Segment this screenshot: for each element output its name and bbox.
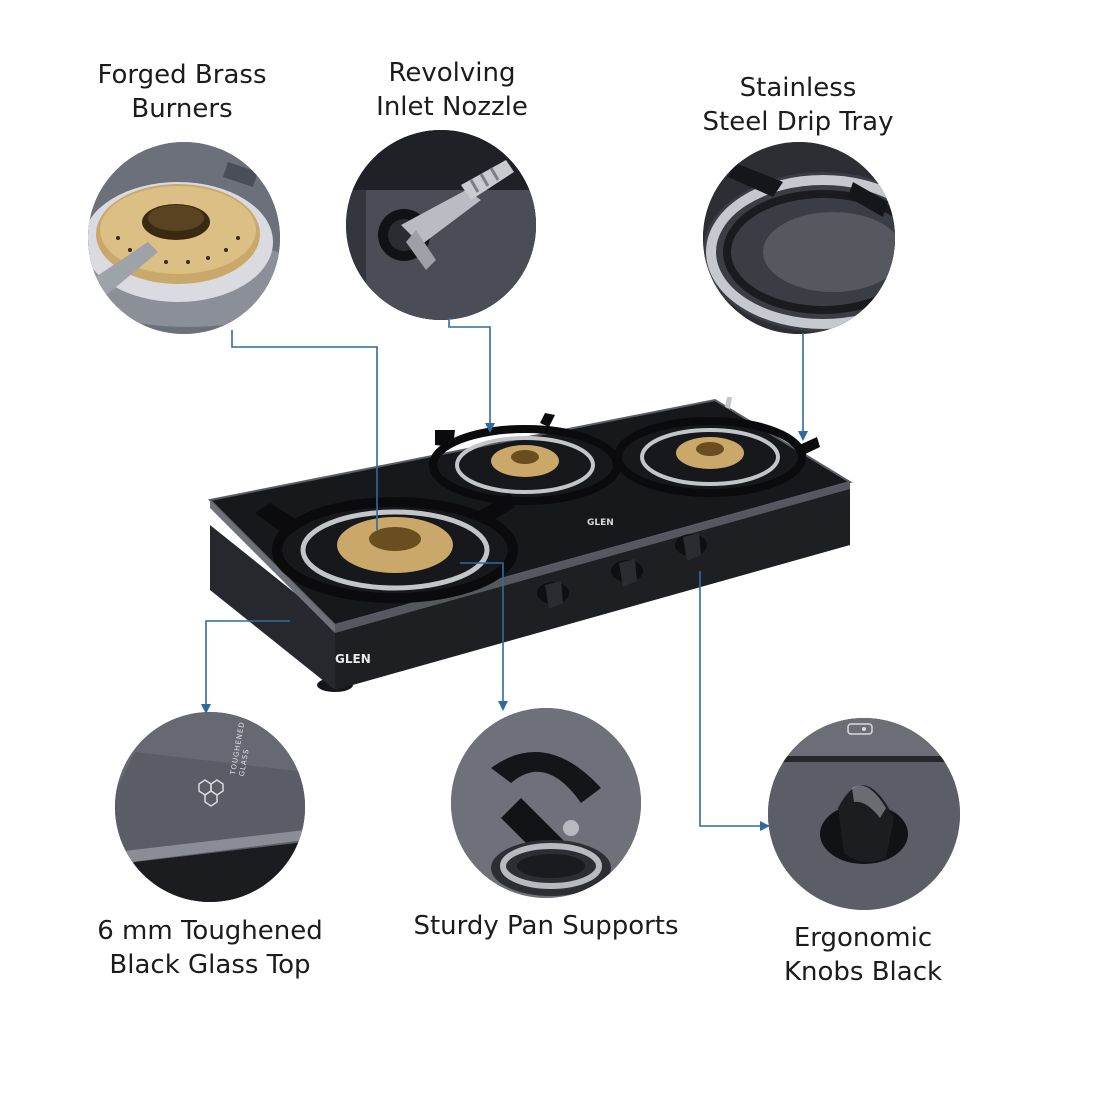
- label-revolving-inlet-nozzle: Revolving Inlet Nozzle: [376, 58, 528, 122]
- label-toughened-glass-top: 6 mm Toughened Black Glass Top: [97, 916, 323, 980]
- label-ergonomic-knobs: Ergonomic Knobs Black: [783, 923, 943, 987]
- arrowhead: [485, 423, 495, 433]
- label-sturdy-pan-supports: Sturdy Pan Supports: [413, 911, 679, 941]
- glass-top-gas-stove: GLEN GLEN: [207, 397, 853, 692]
- arrowhead: [201, 704, 211, 714]
- arrowhead: [760, 821, 770, 831]
- label-forged-brass-burners: Forged Brass Burners: [97, 60, 267, 124]
- connector-knobs: [699, 571, 763, 827]
- control-knob-3[interactable]: [675, 533, 707, 561]
- label-stainless-steel-drip-tray: Stainless Steel Drip Tray: [702, 73, 894, 137]
- glass-top-detail-image: TOUGHENED GLASS: [115, 712, 305, 902]
- connector-inlet-nozzle: [448, 318, 491, 425]
- pan-supports-detail-image: [451, 708, 641, 898]
- burner-back-right: [614, 397, 820, 497]
- connector-burners: [231, 330, 378, 530]
- control-knob-2[interactable]: [611, 559, 643, 587]
- burner-detail-image: [88, 142, 280, 334]
- arrowhead: [798, 431, 808, 441]
- arrowhead: [498, 701, 508, 711]
- drip-tray-detail-image: [703, 142, 895, 334]
- brand-logo-top: GLEN: [587, 518, 614, 528]
- connector-pan-supports: [460, 562, 504, 702]
- brand-logo-front: GLEN: [335, 652, 371, 666]
- control-knob-1[interactable]: [537, 581, 569, 609]
- connector-glass-top: [205, 620, 290, 705]
